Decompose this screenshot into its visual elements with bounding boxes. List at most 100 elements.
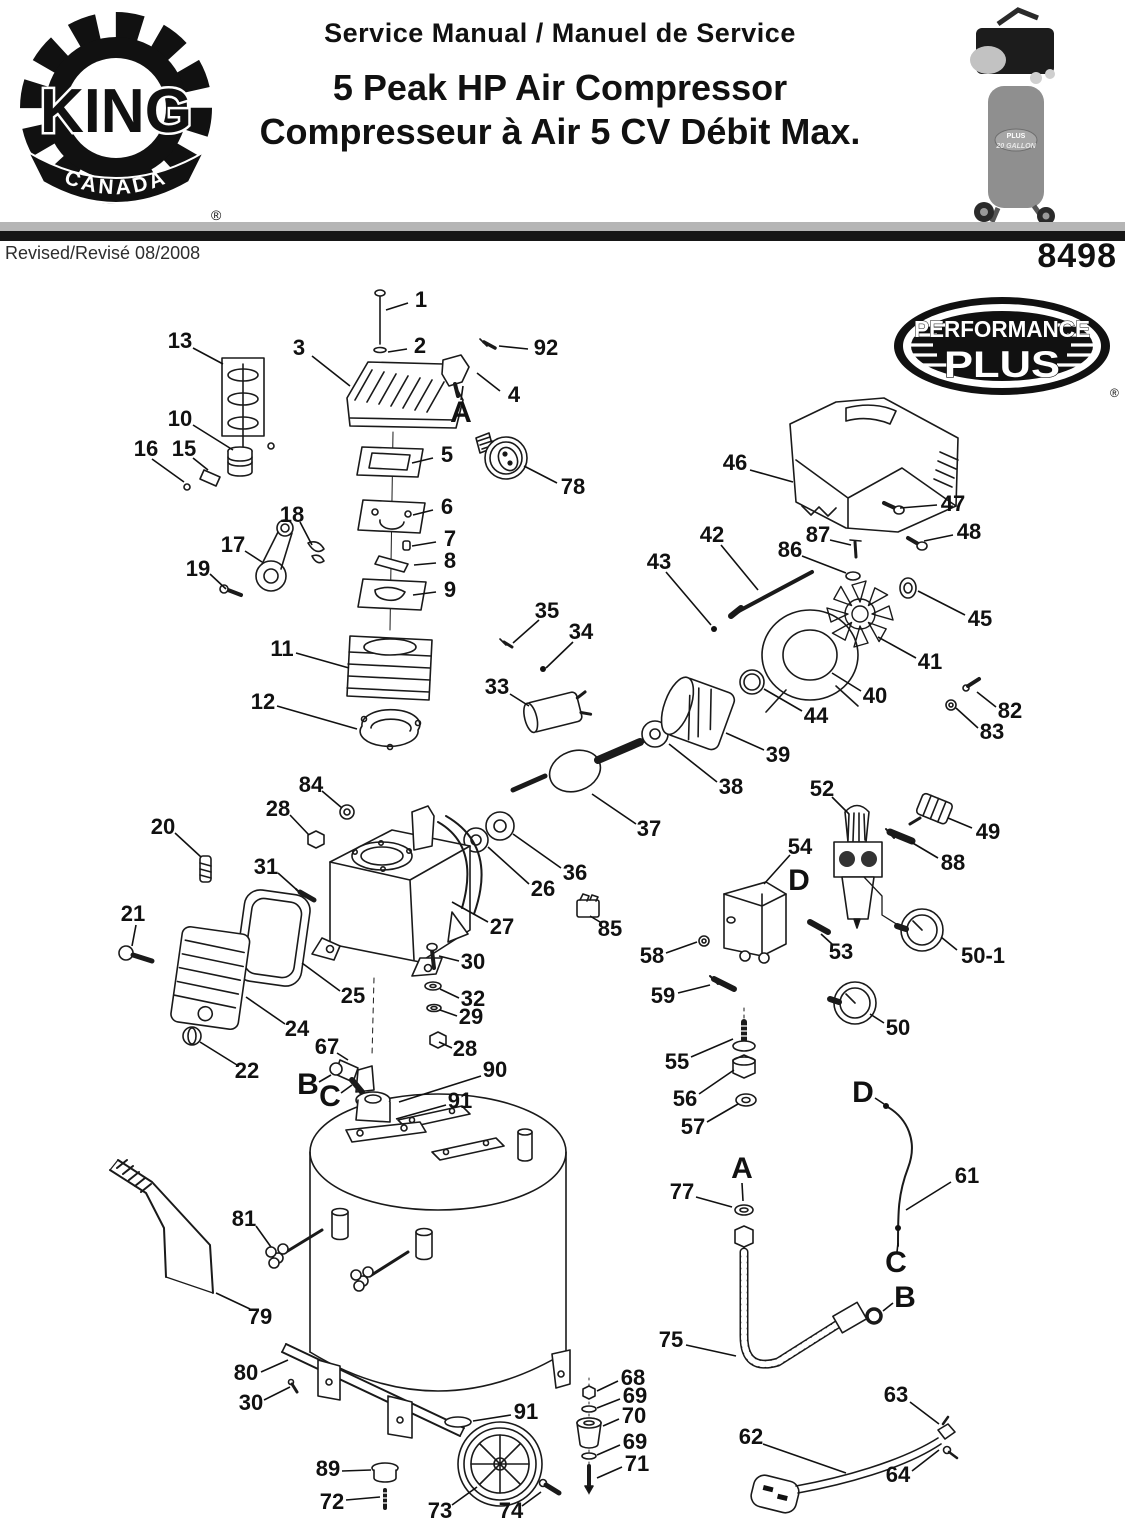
callout-1: 1 — [415, 287, 427, 312]
callout-3: 3 — [293, 335, 305, 360]
callout-52: 52 — [810, 776, 834, 801]
axle-art — [281, 1343, 465, 1439]
brand-registered-mark: ® — [211, 207, 222, 223]
leader-78 — [523, 465, 558, 484]
leader-50 — [869, 1013, 885, 1024]
leader-7 — [411, 541, 437, 547]
model-number: 8498 — [1037, 237, 1117, 275]
leader-10 — [192, 424, 234, 451]
callout-43: 43 — [647, 549, 671, 574]
leader-77 — [695, 1196, 733, 1208]
leader-18 — [299, 521, 313, 546]
callout-A: A — [450, 396, 472, 429]
leader-83 — [955, 707, 979, 729]
callout-46: 46 — [723, 450, 747, 475]
photo-legs — [989, 204, 1047, 223]
callout-79: 79 — [248, 1304, 272, 1329]
wing-screws-art — [265, 1228, 410, 1292]
leader-47 — [899, 504, 938, 509]
leader-1 — [385, 302, 409, 311]
leader-69 — [596, 1444, 621, 1456]
callout-7: 7 — [444, 526, 456, 551]
doc-title: Service Manual / Manuel de Service — [324, 18, 796, 48]
callout-72: 72 — [320, 1489, 344, 1514]
leader-17 — [244, 550, 263, 563]
leader-A — [460, 385, 464, 401]
callout-49: 49 — [976, 819, 1000, 844]
callout-55: 55 — [665, 1049, 689, 1074]
callout-2: 2 — [414, 333, 426, 358]
callout-89: 89 — [316, 1456, 340, 1481]
wheel-art — [457, 1421, 543, 1507]
leader-25 — [301, 962, 341, 992]
callout-28: 28 — [266, 796, 290, 821]
performance-plus-logo-art: PERFORMANCE PLUS ® — [894, 297, 1119, 400]
callout-9: 9 — [444, 577, 456, 602]
leader-30 — [438, 955, 460, 962]
product-photo-art: PLUS 20 GALLON — [970, 7, 1055, 225]
leader-26 — [487, 846, 530, 885]
callout-71: 71 — [625, 1451, 649, 1476]
pp-oval-inner — [911, 311, 1093, 381]
leader-33 — [509, 693, 530, 707]
header-titles: Service Manual / Manuel de Service 5 Pea… — [180, 18, 940, 153]
callout-45: 45 — [968, 606, 992, 631]
callout-90: 90 — [483, 1057, 507, 1082]
leader-48 — [923, 534, 954, 542]
callout-83: 83 — [980, 719, 1004, 744]
leader-59 — [677, 984, 711, 994]
callout-40: 40 — [863, 683, 887, 708]
leader-57 — [706, 1103, 739, 1123]
callout-39: 39 — [766, 742, 790, 767]
motor-art — [463, 397, 981, 853]
callout-17: 17 — [221, 532, 245, 557]
leader-91 — [472, 1414, 512, 1422]
leader-4 — [476, 372, 501, 392]
performance-plus-logo: PERFORMANCE PLUS ® — [891, 295, 1121, 403]
callout-78: 78 — [561, 474, 585, 499]
callout-29: 29 — [459, 1004, 483, 1029]
leader-81 — [255, 1225, 272, 1248]
leader-80 — [260, 1359, 289, 1373]
leader-53 — [820, 933, 833, 945]
leader-2 — [387, 348, 408, 353]
leader-27 — [451, 901, 489, 923]
regulator-gauges-art — [698, 792, 953, 1107]
leader-6 — [412, 509, 434, 516]
callout-12: 12 — [251, 689, 275, 714]
leader-92 — [498, 345, 529, 350]
brand-name: KING — [40, 77, 192, 146]
callout-B: B — [297, 1068, 319, 1101]
callout-91: 91 — [514, 1399, 538, 1424]
leader-62 — [762, 1443, 847, 1474]
callout-A: A — [731, 1152, 753, 1185]
handle-art — [109, 1159, 214, 1294]
callout-73: 73 — [428, 1498, 452, 1523]
leader-44 — [763, 688, 803, 712]
callout-54: 54 — [788, 834, 813, 859]
callout-75: 75 — [659, 1327, 683, 1352]
callout-57: 57 — [681, 1114, 705, 1139]
leader-21 — [131, 924, 137, 947]
leader-55 — [690, 1038, 734, 1058]
callout-38: 38 — [719, 774, 743, 799]
king-canada-logo: KING CANADA ® — [8, 8, 226, 230]
leader-36 — [512, 833, 562, 869]
callout-48: 48 — [957, 519, 981, 544]
callout-30: 30 — [239, 1390, 263, 1415]
callout-25: 25 — [341, 983, 365, 1008]
callout-62: 62 — [739, 1424, 763, 1449]
product-photo: PLUS 20 GALLON — [958, 2, 1070, 228]
leader-B — [318, 1074, 332, 1083]
callout-58: 58 — [640, 943, 664, 968]
callout-32: 32 — [461, 986, 485, 1011]
leader-43 — [665, 571, 712, 626]
leader-67 — [336, 1052, 349, 1061]
photo-badge-plus: PLUS — [1007, 133, 1026, 140]
leader-28 — [289, 814, 310, 836]
leader-38 — [668, 743, 718, 783]
leader-30 — [263, 1386, 291, 1401]
callout-81: 81 — [232, 1206, 256, 1231]
leader-41 — [877, 636, 917, 659]
pp-registered-mark: ® — [1110, 386, 1119, 400]
